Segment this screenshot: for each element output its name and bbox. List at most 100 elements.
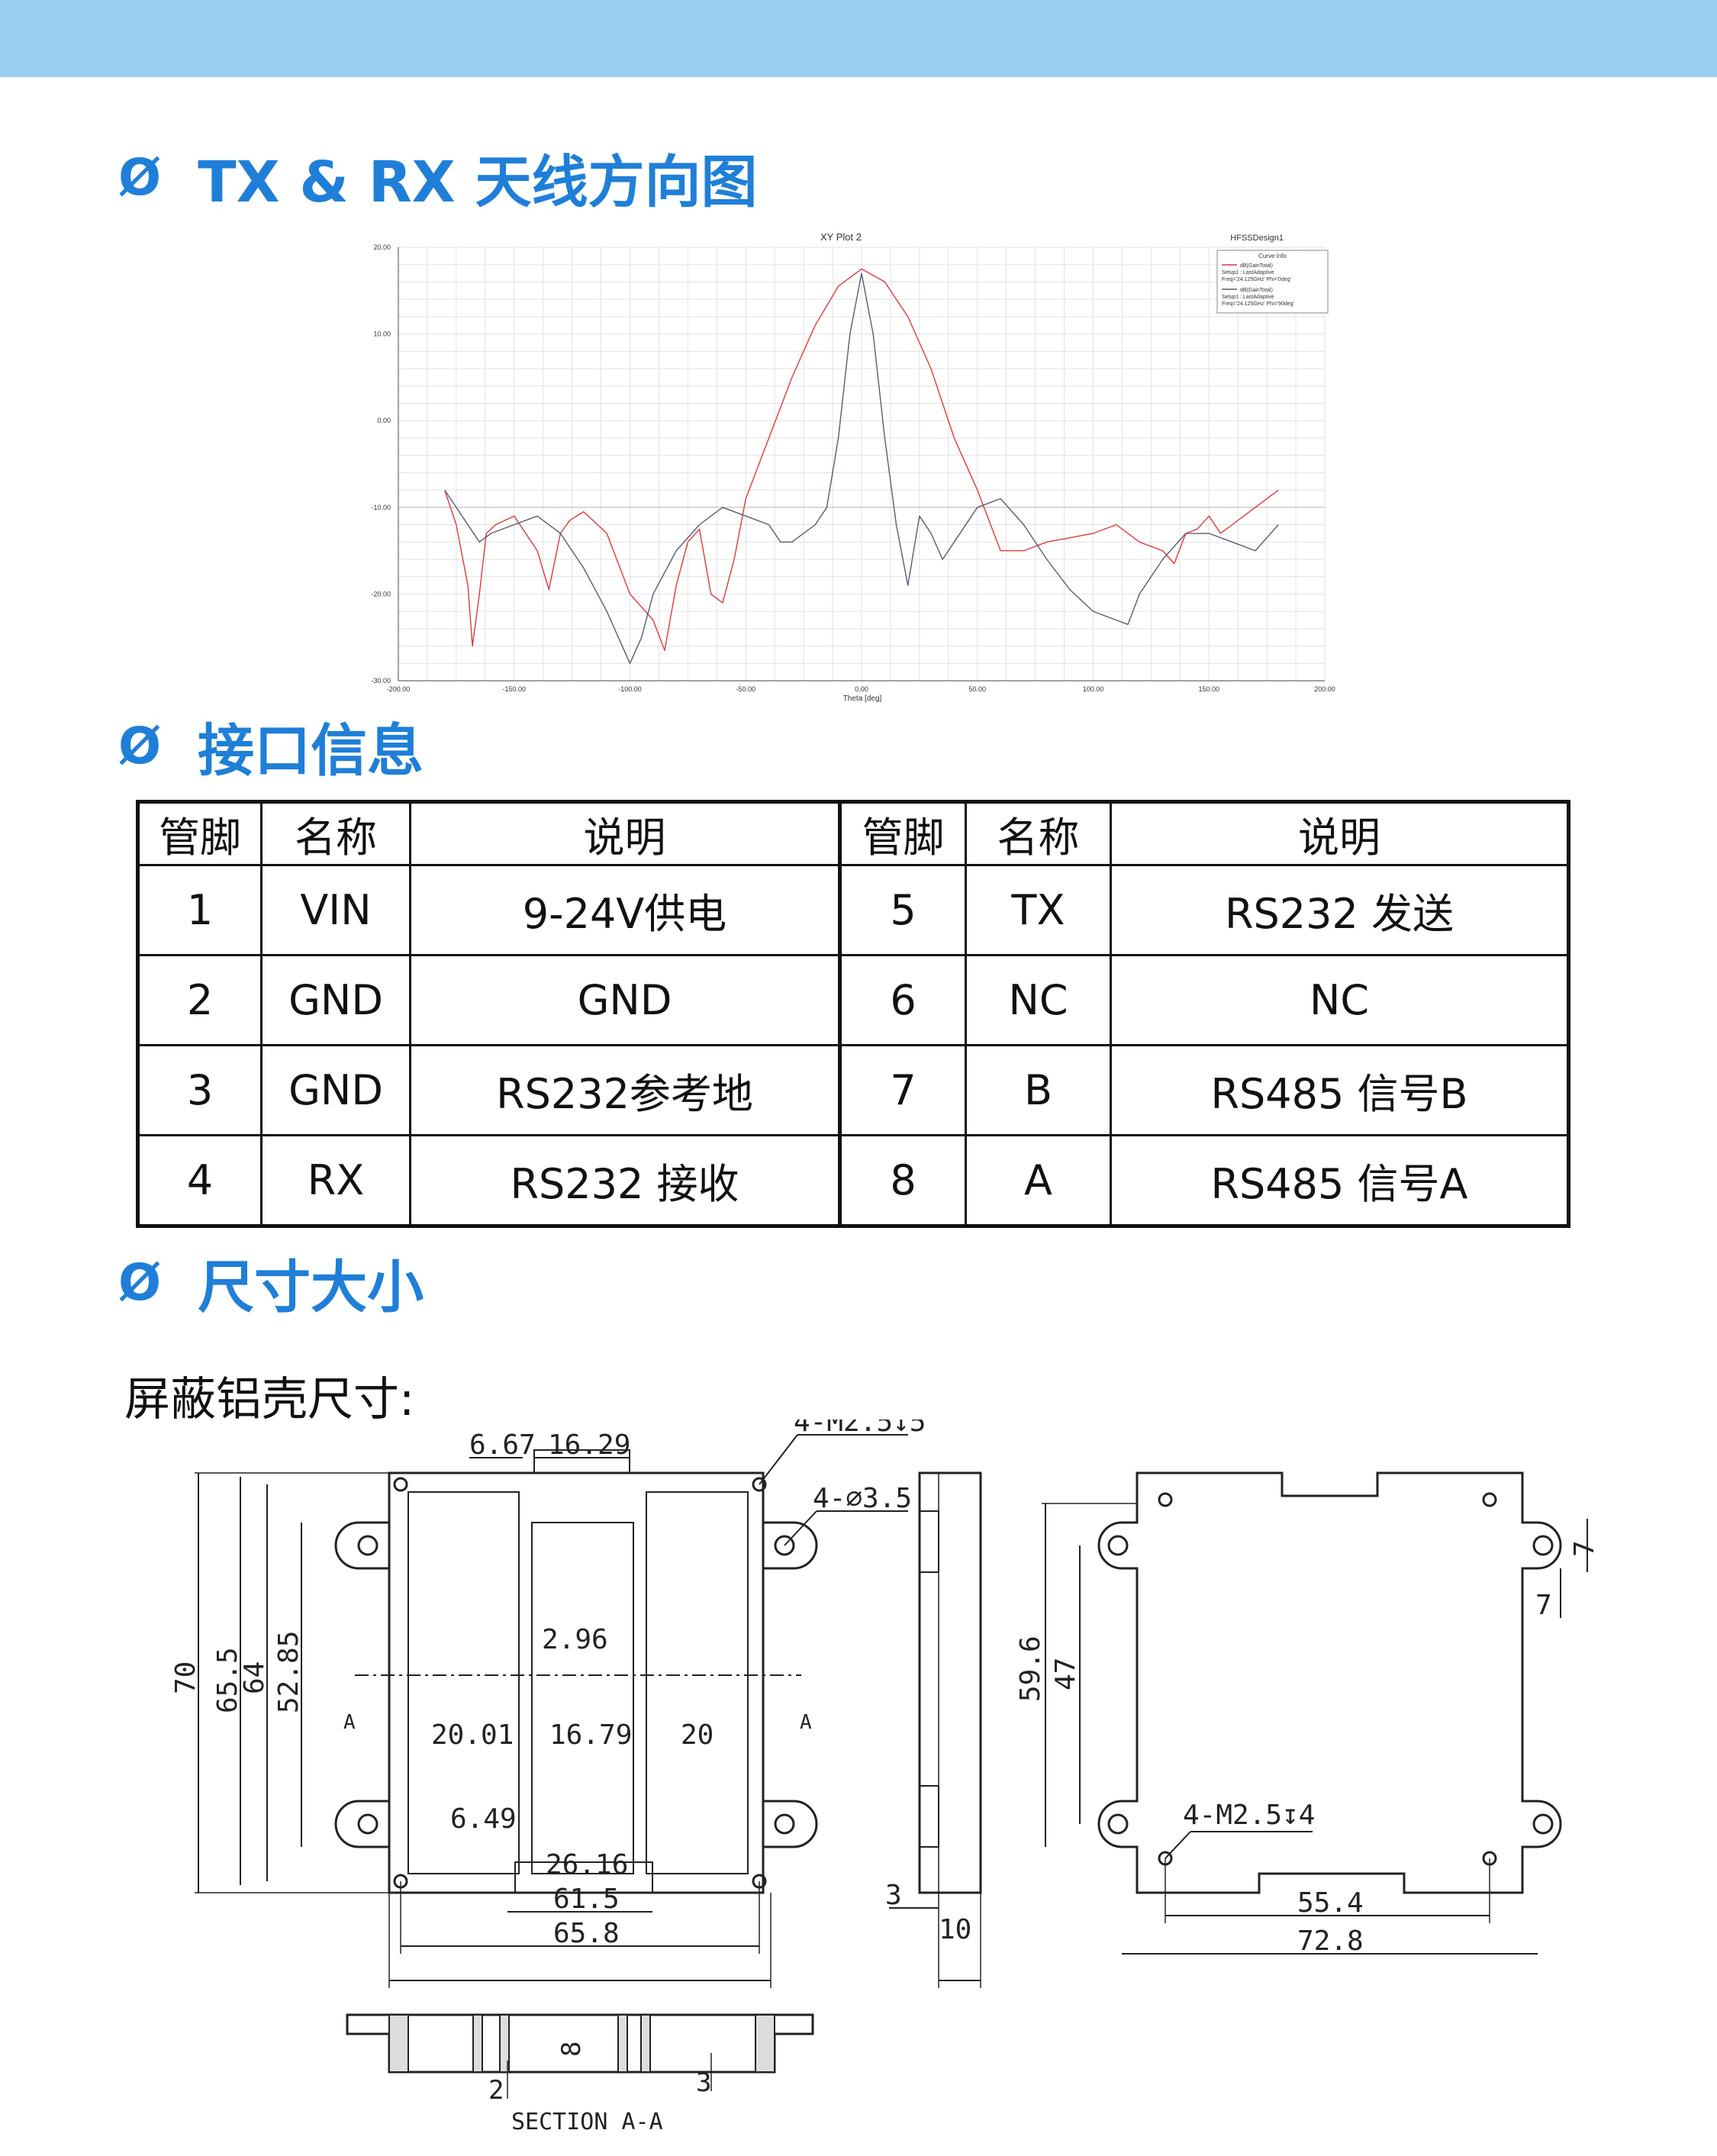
dim-front-h70: 70 xyxy=(170,1661,201,1694)
header-desc: 说明 xyxy=(1110,801,1570,866)
dim-front-hole-dia: 4-⌀3.5 xyxy=(813,1483,912,1514)
section-interface-text: 接口信息 xyxy=(198,717,424,784)
x-tick-label: -150.00 xyxy=(502,685,526,693)
header-desc: 说明 xyxy=(409,801,841,866)
x-tick-label: -100.00 xyxy=(618,685,642,693)
header-pin: 管脚 xyxy=(137,801,263,866)
dim-back-h47: 47 xyxy=(1050,1658,1081,1690)
dim-front-w7: 65.8 xyxy=(553,1918,620,1949)
x-tick-label: 100.00 xyxy=(1083,685,1104,693)
mechanical-drawing: 6.67 16.29 4-M2.5↧5 4-⌀3.5 2.96 20.01 16… xyxy=(170,1420,1600,2135)
dim-front-w1: 20.01 xyxy=(431,1719,514,1751)
dim-section-8: 8 xyxy=(556,2042,587,2057)
y-tick-label: 0.00 xyxy=(377,417,391,424)
dim-front-w5: 26.16 xyxy=(546,1849,628,1880)
top-banner xyxy=(0,0,1717,77)
dim-front-hole-note: 4-M2.5↧5 xyxy=(794,1420,926,1438)
table-row: 1 VIN 9-24V供电 5 TX RS232 发送 xyxy=(137,864,1570,956)
bullet-icon: Ø xyxy=(118,716,162,775)
legend-entry-text: Setup1 : LastAdaptive xyxy=(1222,270,1274,276)
table-cell: NC xyxy=(1110,954,1570,1046)
dim-side-3: 3 xyxy=(885,1880,902,1911)
table-cell: A xyxy=(965,1134,1112,1227)
table-cell: 6 xyxy=(838,954,967,1046)
dim-front-w6: 61.5 xyxy=(553,1884,620,1915)
section-marker-left: A xyxy=(343,1711,356,1734)
bullet-icon: Ø xyxy=(118,1252,162,1312)
legend-box xyxy=(1216,250,1329,314)
y-tick-label: 10.00 xyxy=(373,330,391,338)
dim-section-3: 3 xyxy=(696,2067,711,2098)
table-row: 2 GND GND 6 NC NC xyxy=(137,954,1570,1046)
table-cell: GND xyxy=(260,1044,411,1136)
y-tick-label: -30.00 xyxy=(371,677,391,685)
chart-x-label: Theta [deg] xyxy=(843,694,882,703)
table-cell: 8 xyxy=(838,1134,967,1227)
section-title: SECTION A-A xyxy=(511,2109,663,2135)
chart-title: XY Plot 2 xyxy=(820,231,862,243)
dim-front-h655: 65.5 xyxy=(212,1647,243,1713)
legend-entry-text: dB(GainTotal) xyxy=(1240,288,1273,293)
table-cell: VIN xyxy=(260,864,411,956)
legend-entry-text: Freq='24.125GHz' Phi='0deg' xyxy=(1222,277,1291,282)
x-tick-label: 200.00 xyxy=(1314,685,1335,693)
dim-front-top2: 16.29 xyxy=(548,1429,630,1461)
x-tick-label: -50.00 xyxy=(736,685,755,693)
table-cell: 7 xyxy=(838,1044,967,1136)
table-cell: 9-24V供电 xyxy=(409,864,841,956)
back-view xyxy=(1042,1471,1588,1955)
dim-front-gap: 2.96 xyxy=(542,1624,608,1655)
table-cell: 5 xyxy=(838,864,967,956)
table-row: 4 RX RS232 接收 8 A RS485 信号A xyxy=(137,1134,1570,1227)
table-cell: RS232参考地 xyxy=(409,1044,841,1136)
table-cell: TX xyxy=(965,864,1112,956)
table-cell: RS485 信号A xyxy=(1110,1134,1570,1227)
section-size-title: Ø 尺寸大小 xyxy=(118,1248,424,1320)
dim-back-w728: 72.8 xyxy=(1297,1926,1364,1957)
dim-front-w4: 6.49 xyxy=(450,1803,517,1835)
chart-design-name: HFSSDesign1 xyxy=(1230,234,1284,243)
section-antenna-title: Ø TX & RX 天线方向图 xyxy=(118,143,758,215)
antenna-pattern-svg: -200.00 -150.00 -100.00 -50.00 0.00 50.00 100.… xyxy=(336,223,1349,704)
dim-back-h596: 59.6 xyxy=(1015,1636,1046,1702)
legend-title: Curve Info xyxy=(1258,253,1287,259)
section-view xyxy=(346,2013,814,2099)
dim-front-top1: 6.67 xyxy=(469,1429,536,1461)
dim-back-hole-note: 4-M2.5↧4 xyxy=(1183,1800,1315,1831)
dim-front-w3: 20 xyxy=(681,1719,714,1751)
table-cell: NC xyxy=(965,954,1112,1046)
x-tick-label: 150.00 xyxy=(1198,685,1219,693)
antenna-pattern-chart: -200.00 -150.00 -100.00 -50.00 0.00 50.00 100.… xyxy=(336,223,1349,704)
table-cell: 3 xyxy=(137,1044,263,1136)
dim-back-r1: 7 xyxy=(1569,1540,1600,1557)
table-cell: GND xyxy=(409,954,841,1046)
x-tick-label: 50.00 xyxy=(968,685,986,693)
front-view xyxy=(195,1434,908,1988)
header-name: 名称 xyxy=(260,801,411,866)
table-cell: GND xyxy=(260,954,411,1046)
table-cell: RX xyxy=(260,1134,411,1227)
table-cell: 2 xyxy=(137,954,263,1046)
section-marker-right: A xyxy=(800,1711,812,1734)
x-tick-label: -200.00 xyxy=(387,685,411,693)
x-tick-label: 0.00 xyxy=(855,685,868,693)
shield-dimension-label: 屏蔽铝壳尺寸: xyxy=(124,1373,415,1426)
bullet-icon: Ø xyxy=(118,147,162,207)
dim-front-h5285: 52.85 xyxy=(273,1631,304,1713)
table-cell: B xyxy=(965,1044,1112,1136)
legend-entry-text: dB(GainTotal) xyxy=(1240,263,1273,269)
header-name: 名称 xyxy=(965,801,1112,866)
dim-front-w2: 16.79 xyxy=(549,1719,632,1751)
table-cell: 1 xyxy=(137,864,263,956)
dim-side-10: 10 xyxy=(939,1914,971,1945)
pin-table: 管脚 名称 说明 管脚 名称 说明 1 VIN 9-24V供电 5 TX RS2… xyxy=(136,800,1570,1228)
table-cell: RS232 发送 xyxy=(1110,864,1570,956)
table-cell: RS485 信号B xyxy=(1110,1044,1570,1136)
y-tick-label: -10.00 xyxy=(371,504,391,511)
y-tick-label: -20.00 xyxy=(371,590,391,598)
table-cell: RS232 接收 xyxy=(409,1134,841,1227)
table-header-row: 管脚 名称 说明 管脚 名称 说明 xyxy=(137,801,1570,866)
table-row: 3 GND RS232参考地 7 B RS485 信号B xyxy=(137,1044,1570,1136)
series-line-1 xyxy=(444,268,1279,651)
legend-entry-text: Freq='24.125GHz' Phi='90deg' xyxy=(1222,301,1294,307)
